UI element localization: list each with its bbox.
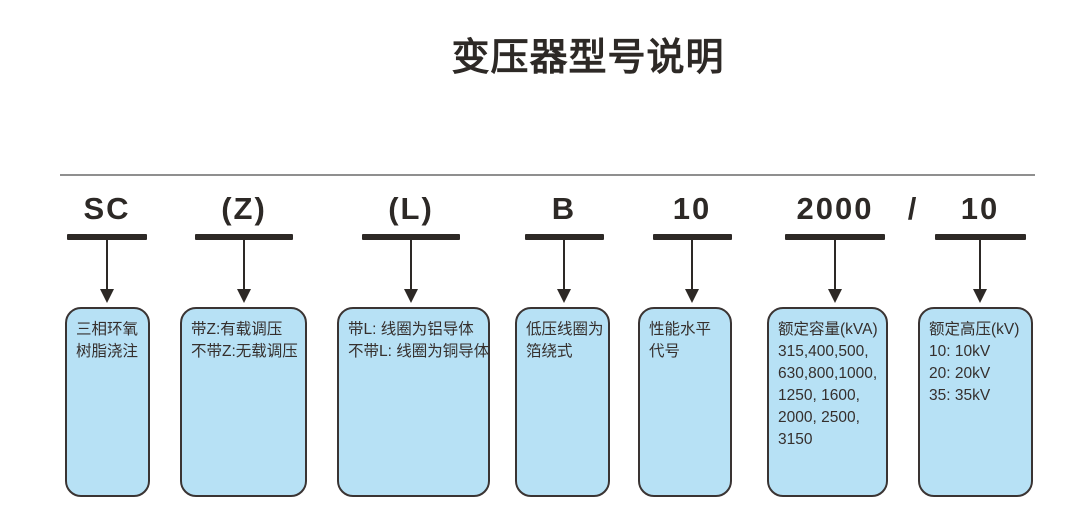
box-text-line: 2000, 2500, bbox=[778, 409, 860, 426]
box-text-line: 35: 35kV bbox=[929, 387, 991, 404]
code-underline-bar bbox=[934, 234, 1026, 240]
code-underline-bar bbox=[785, 234, 885, 240]
arrow-stem bbox=[563, 240, 565, 289]
code-underline-bar bbox=[362, 234, 460, 240]
model-code-label: (L) bbox=[388, 191, 434, 226]
box-text-line: 代号 bbox=[649, 343, 681, 360]
box-text-line: 315,400,500, bbox=[778, 343, 869, 360]
box-text-line: 不带L: 线圈为铜导体 bbox=[348, 343, 490, 360]
arrow-stem bbox=[691, 240, 693, 289]
box-text-line: 1250, 1600, bbox=[778, 387, 860, 404]
box-text-line: 箔绕式 bbox=[526, 343, 573, 360]
box-text-line: 三相环氧 bbox=[76, 321, 139, 338]
code-underline-bar bbox=[67, 234, 147, 240]
separator-line bbox=[60, 174, 1035, 176]
down-arrow-icon bbox=[100, 240, 114, 303]
down-arrow-icon bbox=[404, 240, 418, 303]
box-text-line: 性能水平 bbox=[649, 321, 712, 338]
description-box: 额定高压(kV) 10: 10kV 20: 20kV 35: 35kV bbox=[918, 307, 1033, 497]
box-text-line: 630,800,1000, bbox=[778, 365, 878, 382]
arrow-stem bbox=[410, 240, 412, 289]
box-text-line: 带L: 线圈为铝导体 bbox=[348, 321, 474, 338]
model-code-slash: / bbox=[907, 191, 917, 226]
arrow-head bbox=[828, 289, 842, 303]
code-underline-bar bbox=[195, 234, 293, 240]
arrow-head bbox=[100, 289, 114, 303]
box-text-line: 带Z:有载调压 bbox=[191, 321, 283, 338]
model-code-label: 10 bbox=[672, 191, 712, 226]
box-text-line: 低压线圈为 bbox=[526, 321, 604, 338]
model-code-label: 10 bbox=[960, 191, 1000, 226]
model-code-label: (Z) bbox=[221, 191, 267, 226]
model-code-label: 2000 bbox=[796, 191, 874, 226]
down-arrow-icon bbox=[828, 240, 842, 303]
box-text-line: 10: 10kV bbox=[929, 343, 991, 360]
code-underline-bar bbox=[524, 234, 604, 240]
box-text-line: 额定高压(kV) bbox=[929, 321, 1020, 338]
description-box: 低压线圈为箔绕式 bbox=[515, 307, 610, 497]
description-box: 额定容量(kVA) 315,400,500, 630,800,1000, 1250, … bbox=[767, 307, 888, 497]
box-text-line: 树脂浇注 bbox=[76, 343, 139, 360]
description-box: 带L: 线圈为铝导体不带L: 线圈为铜导体 bbox=[337, 307, 490, 497]
arrow-head bbox=[973, 289, 987, 303]
arrow-stem bbox=[979, 240, 981, 289]
page-title: 变压器型号说明 bbox=[451, 37, 725, 79]
box-text-line: 不带Z:无载调压 bbox=[191, 343, 298, 360]
model-code-label: SC bbox=[83, 191, 131, 226]
arrow-stem bbox=[243, 240, 245, 289]
description-box: 性能水平代号 bbox=[638, 307, 732, 497]
down-arrow-icon bbox=[685, 240, 699, 303]
arrow-stem bbox=[106, 240, 108, 289]
box-text-line: 额定容量(kVA) bbox=[778, 321, 878, 338]
down-arrow-icon bbox=[973, 240, 987, 303]
description-box: 三相环氧树脂浇注 bbox=[65, 307, 150, 497]
arrow-stem bbox=[834, 240, 836, 289]
model-code-label: B bbox=[551, 191, 577, 226]
code-underline-bar bbox=[652, 234, 732, 240]
arrow-head bbox=[685, 289, 699, 303]
down-arrow-icon bbox=[557, 240, 571, 303]
box-text-line: 20: 20kV bbox=[929, 365, 991, 382]
arrow-head bbox=[557, 289, 571, 303]
description-box: 带Z:有载调压不带Z:无载调压 bbox=[180, 307, 307, 497]
arrow-head bbox=[404, 289, 418, 303]
arrow-head bbox=[237, 289, 251, 303]
box-text-line: 3150 bbox=[778, 431, 813, 448]
down-arrow-icon bbox=[237, 240, 251, 303]
